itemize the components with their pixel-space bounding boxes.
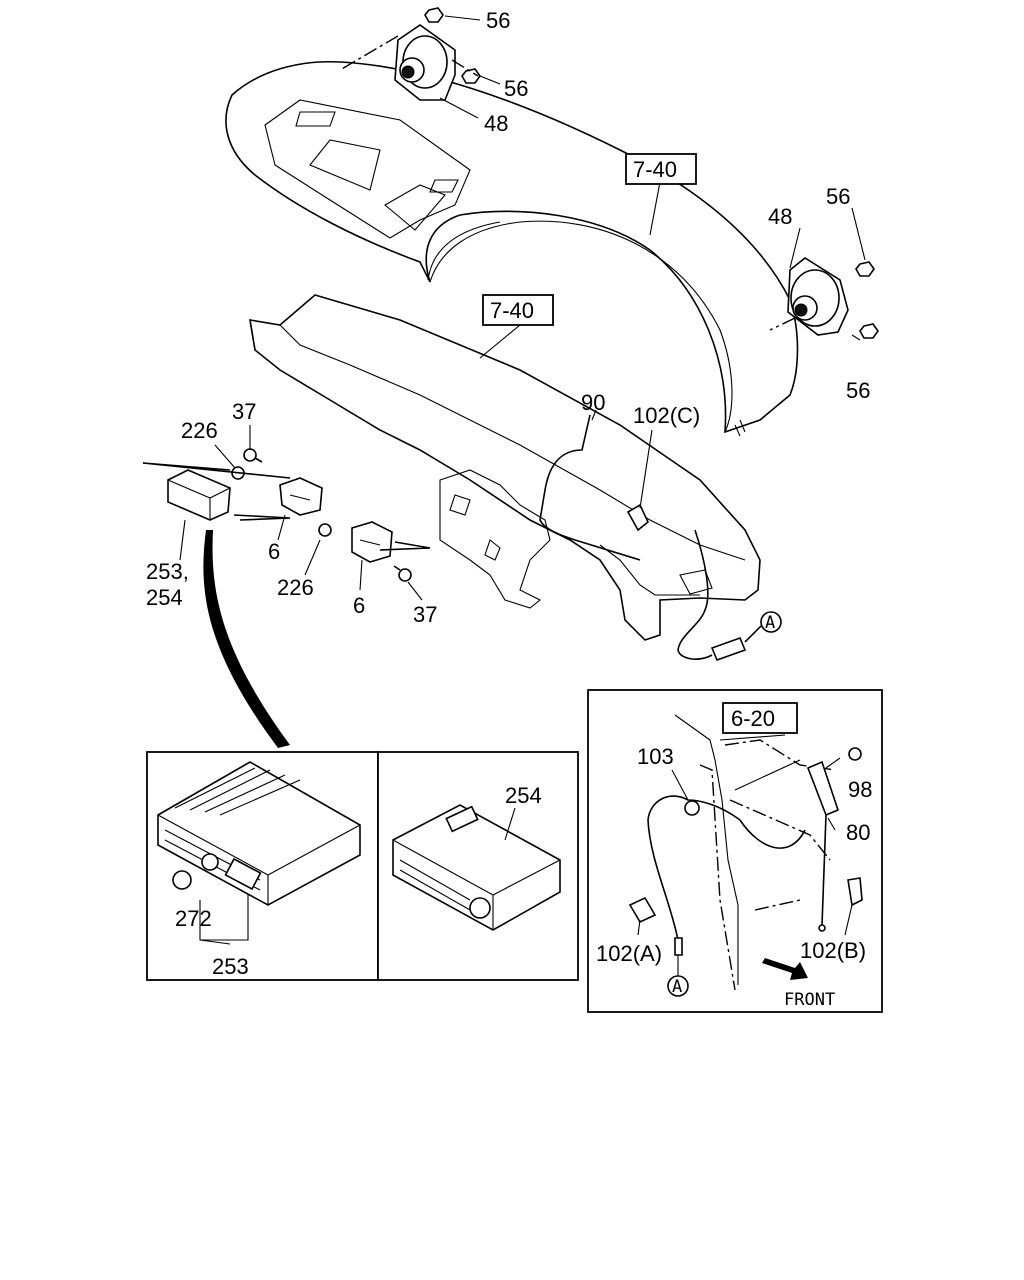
label-48-top: 48 <box>484 111 508 136</box>
radio-module-small <box>167 469 231 521</box>
ref-box-7-40-lower <box>482 294 554 326</box>
label-253-comma: 253, <box>146 559 189 584</box>
radio-unit-254 <box>392 804 561 931</box>
nut-56-top <box>424 7 481 84</box>
label-48-right: 48 <box>768 204 792 229</box>
label-front: FRONT <box>784 990 835 1010</box>
label-56-right-a: 56 <box>826 184 850 209</box>
label-7-40-lower: 7-40 <box>490 298 534 323</box>
bracket-6-lower <box>351 521 393 563</box>
label-6-20: 6-20 <box>731 706 775 731</box>
label-226-upper: 226 <box>181 418 218 443</box>
label-226-lower: 226 <box>277 575 314 600</box>
detail-arrow <box>203 530 290 748</box>
clip-102b <box>847 877 863 907</box>
label-6-upper: 6 <box>268 539 280 564</box>
label-connector-a-detail: A <box>672 977 682 997</box>
speaker-right <box>787 257 849 336</box>
screws-and-nuts <box>231 448 412 582</box>
upper-dashboard-panel <box>225 60 799 437</box>
radio-unit-253 <box>157 761 361 906</box>
front-arrow-icon <box>762 958 808 980</box>
label-253-detail: 253 <box>212 954 249 979</box>
lower-dashboard-structure <box>249 294 761 641</box>
nut-56-right <box>855 261 879 339</box>
speaker-top <box>394 24 456 101</box>
label-272: 272 <box>175 906 212 931</box>
label-37-lower: 37 <box>413 602 437 627</box>
label-37-upper: 37 <box>232 399 256 424</box>
label-56-top-a: 56 <box>486 8 510 33</box>
label-90: 90 <box>581 390 605 415</box>
label-98: 98 <box>848 777 872 802</box>
label-7-40-upper: 7-40 <box>633 157 677 182</box>
connector-a-main <box>744 611 782 643</box>
ref-box-7-40-upper <box>625 153 697 185</box>
label-connector-a-main: A <box>765 613 775 633</box>
label-254-main: 254 <box>146 585 183 610</box>
label-254-detail: 254 <box>505 783 542 808</box>
label-56-top-b: 56 <box>504 76 528 101</box>
label-56-right-b: 56 <box>846 378 870 403</box>
bracket-6-upper <box>279 477 323 516</box>
antenna-80 <box>806 760 839 932</box>
screw-98 <box>848 747 862 761</box>
label-102a: 102(A) <box>596 941 662 966</box>
label-102c: 102(C) <box>633 403 700 428</box>
label-80: 80 <box>846 820 870 845</box>
antenna-cable-90 <box>539 414 747 662</box>
clip-102c <box>626 503 649 532</box>
ref-box-6-20 <box>722 702 798 734</box>
label-103: 103 <box>637 744 674 769</box>
label-102b: 102(B) <box>800 938 866 963</box>
clip-102a <box>628 896 657 924</box>
label-6-lower: 6 <box>353 593 365 618</box>
